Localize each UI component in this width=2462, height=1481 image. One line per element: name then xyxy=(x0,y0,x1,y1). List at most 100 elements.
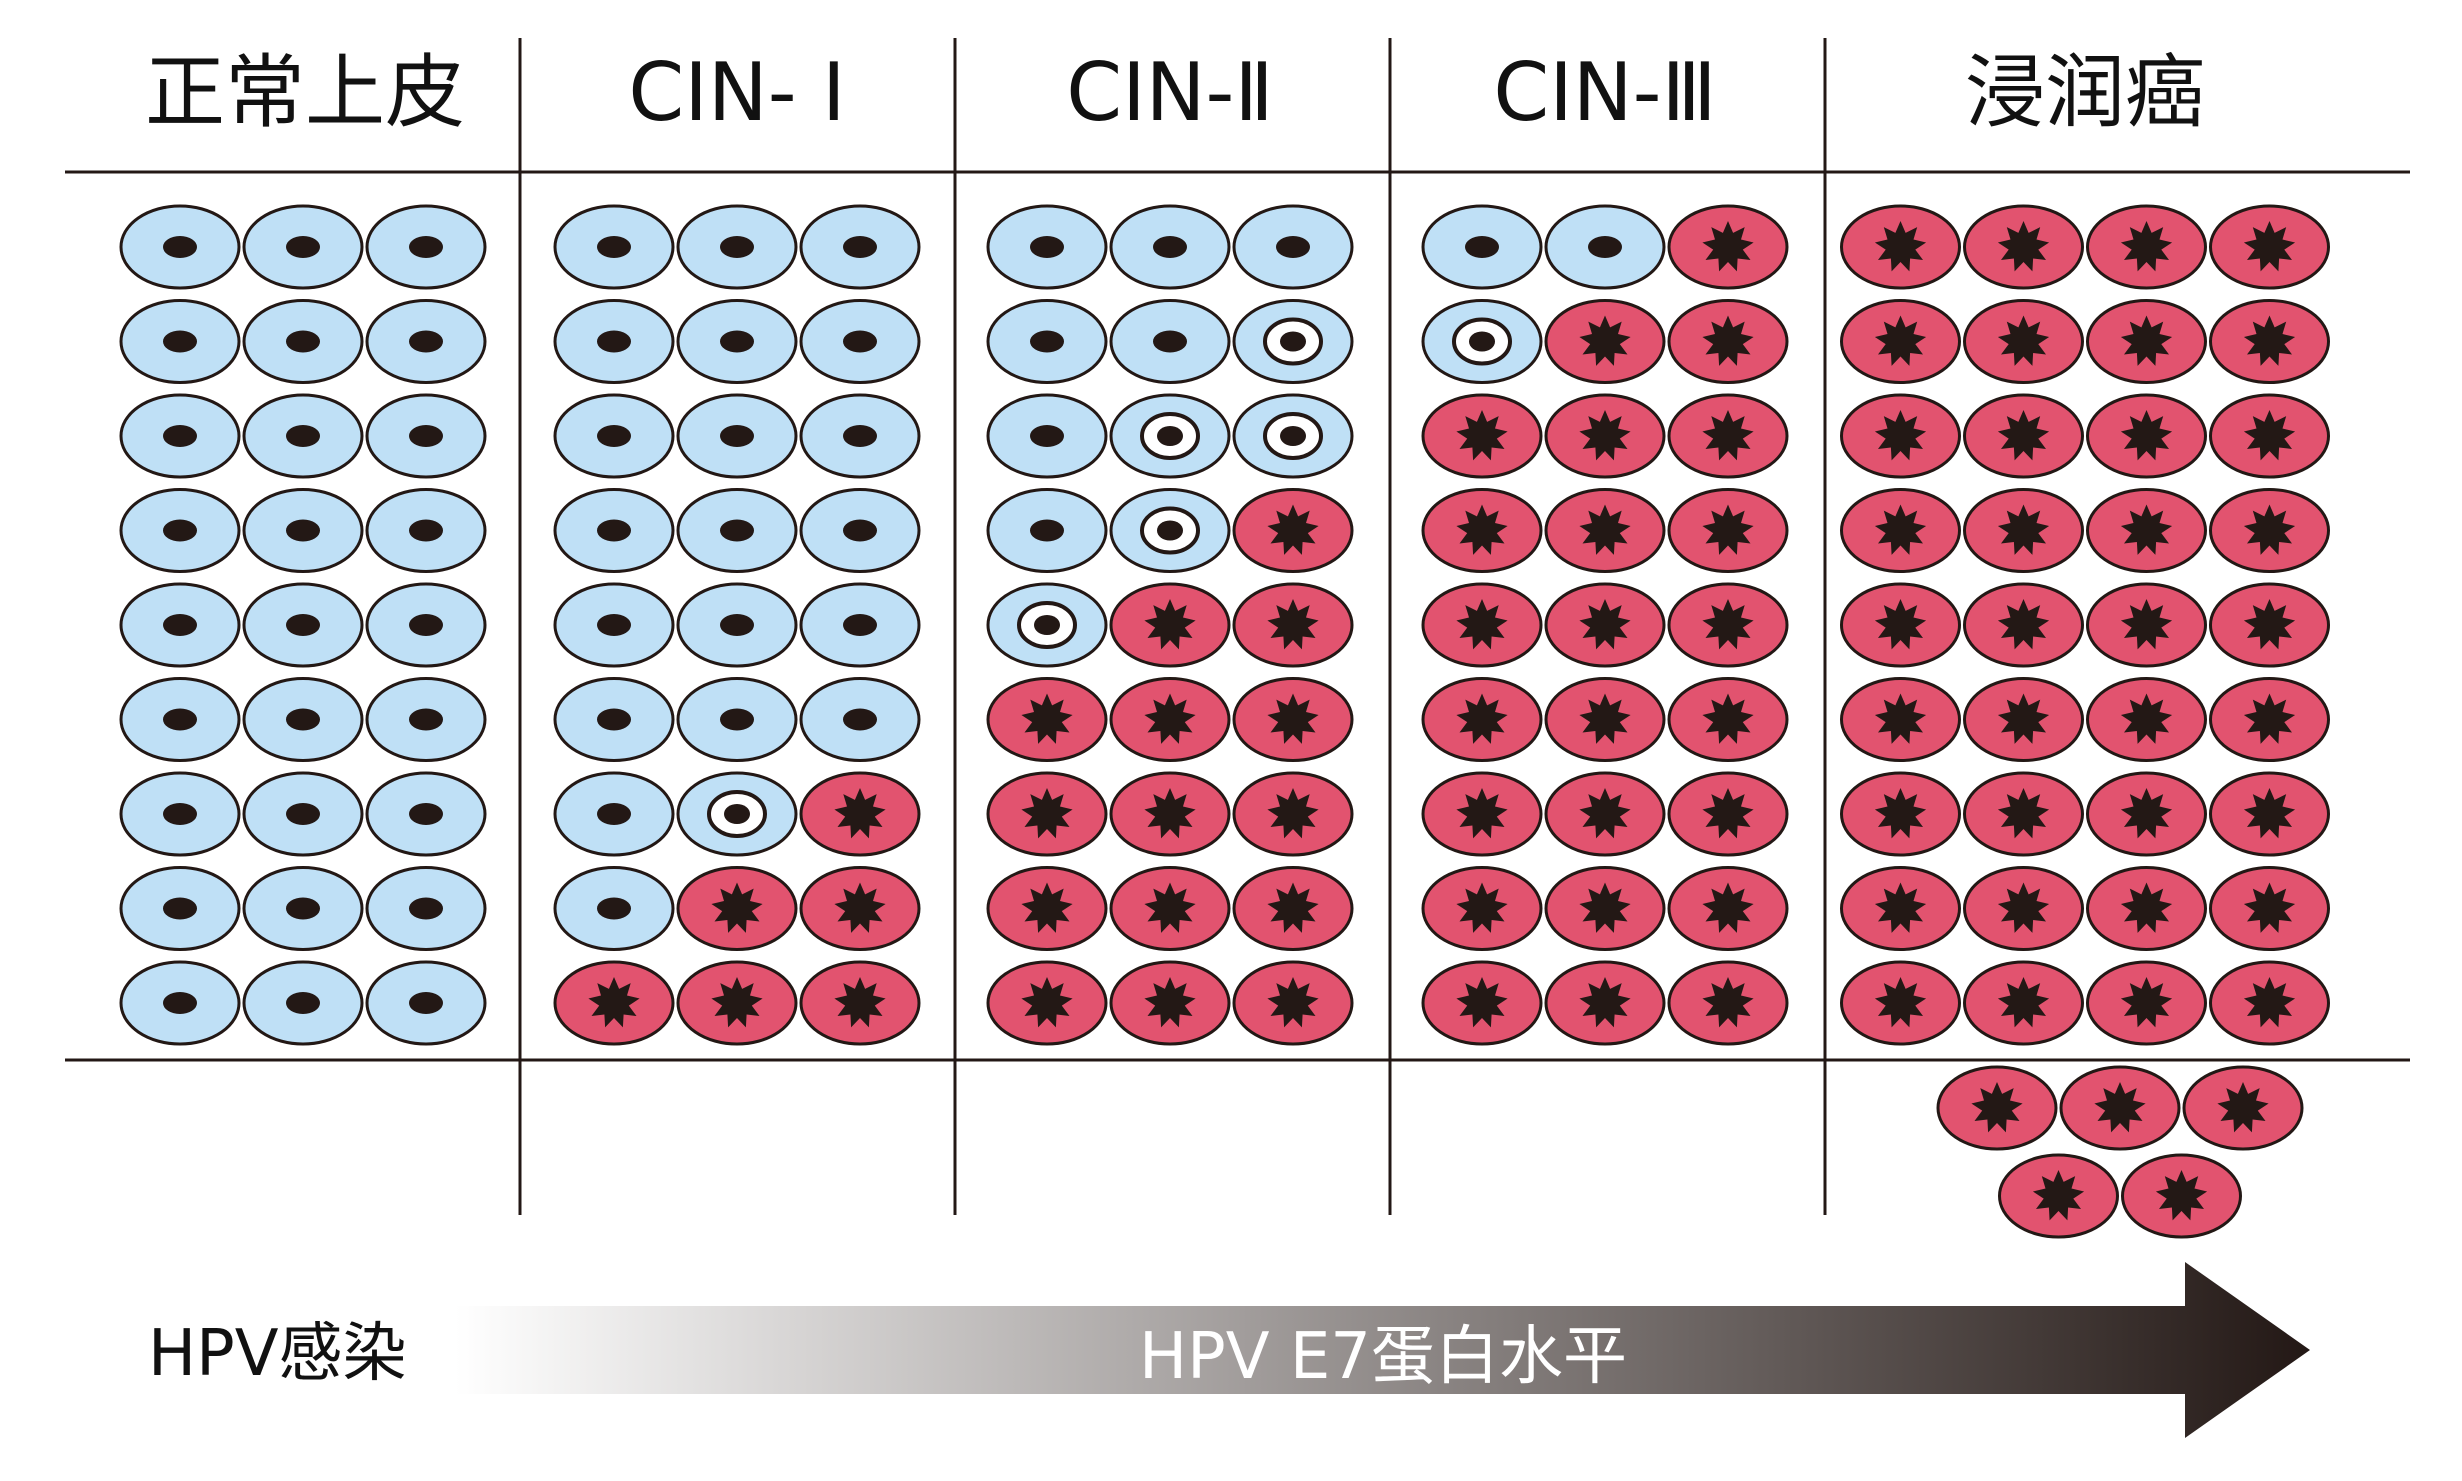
nucleus xyxy=(597,236,631,258)
star-nucleus xyxy=(1579,504,1631,555)
star-nucleus xyxy=(1874,221,1927,272)
star-nucleus xyxy=(1997,504,2050,555)
atypical-cell xyxy=(1840,582,1961,668)
atypical-cell xyxy=(1963,771,2084,857)
nucleus xyxy=(597,708,631,731)
atypical-cell xyxy=(1421,960,1543,1046)
star-nucleus xyxy=(1874,315,1927,366)
atypical-cell xyxy=(2209,677,2330,762)
normal-cell xyxy=(553,771,675,857)
nucleus xyxy=(409,803,443,825)
atypical-cell xyxy=(1544,866,1666,951)
atypical-cell xyxy=(2086,582,2207,668)
normal-cell xyxy=(553,582,675,668)
atypical-cell xyxy=(1667,866,1789,951)
atypical-cell xyxy=(1963,299,2084,384)
star-nucleus xyxy=(2094,1082,2146,1133)
star-nucleus xyxy=(1702,693,1754,744)
nucleus xyxy=(843,519,877,542)
atypical-cell xyxy=(1667,677,1789,762)
nucleus xyxy=(286,330,320,353)
atypical-cell xyxy=(799,960,921,1046)
atypical-cell xyxy=(2086,393,2207,479)
star-nucleus xyxy=(2243,882,2296,933)
atypical-cell xyxy=(799,866,921,951)
star-nucleus xyxy=(2120,410,2173,461)
normal-cell xyxy=(1421,204,1543,290)
atypical-cell xyxy=(1232,866,1354,951)
nucleus xyxy=(843,614,877,636)
star-nucleus xyxy=(2120,882,2173,933)
atypical-cell xyxy=(1667,299,1789,384)
star-nucleus xyxy=(1997,410,2050,461)
e7-level-label: HPV E7蛋白水平 xyxy=(1139,1320,1627,1394)
atypical-cell xyxy=(1544,299,1666,384)
atypical-cell xyxy=(2086,960,2207,1046)
atypical-cell xyxy=(2086,866,2207,951)
normal-cell xyxy=(365,677,487,762)
nucleus xyxy=(597,519,631,542)
atypical-cell xyxy=(1667,204,1789,290)
nucleus xyxy=(1465,236,1499,258)
star-nucleus xyxy=(1997,693,2050,744)
nucleus xyxy=(1280,426,1306,446)
nucleus xyxy=(409,330,443,353)
atypical-cell xyxy=(986,771,1108,857)
nucleus xyxy=(597,897,631,920)
atypical-cell xyxy=(1667,582,1789,668)
star-nucleus xyxy=(1579,599,1631,650)
nucleus xyxy=(720,236,754,258)
atypical-cell xyxy=(1667,488,1789,573)
normal-cell xyxy=(119,204,241,290)
star-nucleus xyxy=(1144,882,1196,933)
star-nucleus xyxy=(2120,504,2173,555)
star-nucleus xyxy=(588,977,640,1028)
normal-cell xyxy=(799,582,921,668)
nucleus xyxy=(1030,519,1064,542)
star-nucleus xyxy=(1144,599,1196,650)
atypical-cell xyxy=(1232,677,1354,762)
star-nucleus xyxy=(1702,504,1754,555)
normal-cell xyxy=(242,393,364,479)
star-nucleus xyxy=(1144,693,1196,744)
nucleus xyxy=(720,330,754,353)
star-nucleus xyxy=(1874,882,1927,933)
normal-cell xyxy=(242,204,364,290)
normal-cell xyxy=(119,771,241,857)
star-nucleus xyxy=(2243,599,2296,650)
star-nucleus xyxy=(1456,882,1508,933)
table-grid xyxy=(65,38,2410,1215)
atypical-cell xyxy=(676,866,798,951)
star-nucleus xyxy=(1874,977,1927,1028)
normal-cell xyxy=(119,582,241,668)
nucleus xyxy=(1030,425,1064,447)
atypical-cell xyxy=(1963,393,2084,479)
star-nucleus xyxy=(1267,788,1319,839)
normal-cell xyxy=(1544,204,1666,290)
normal-cell xyxy=(242,488,364,573)
star-nucleus xyxy=(1971,1082,2023,1133)
normal-cell xyxy=(676,677,798,762)
atypical-cell xyxy=(1840,771,1961,857)
nucleus xyxy=(1276,236,1310,258)
atypical-cell xyxy=(2121,1153,2242,1239)
star-nucleus xyxy=(1456,788,1508,839)
star-nucleus xyxy=(834,788,886,839)
atypical-cell xyxy=(1421,677,1543,762)
star-nucleus xyxy=(1579,693,1631,744)
koilocyte-cell xyxy=(1232,393,1354,479)
star-nucleus xyxy=(1456,599,1508,650)
nucleus xyxy=(720,614,754,636)
normal-cell xyxy=(799,488,921,573)
atypical-cell xyxy=(1109,866,1231,951)
star-nucleus xyxy=(1874,599,1927,650)
star-nucleus xyxy=(1874,693,1927,744)
normal-cell xyxy=(1232,204,1354,290)
star-nucleus xyxy=(1021,977,1073,1028)
atypical-cell xyxy=(1544,488,1666,573)
nucleus xyxy=(163,992,197,1014)
atypical-cell xyxy=(1840,677,1961,762)
atypical-cell xyxy=(1840,866,1961,951)
nucleus xyxy=(409,992,443,1014)
nucleus xyxy=(1030,236,1064,258)
